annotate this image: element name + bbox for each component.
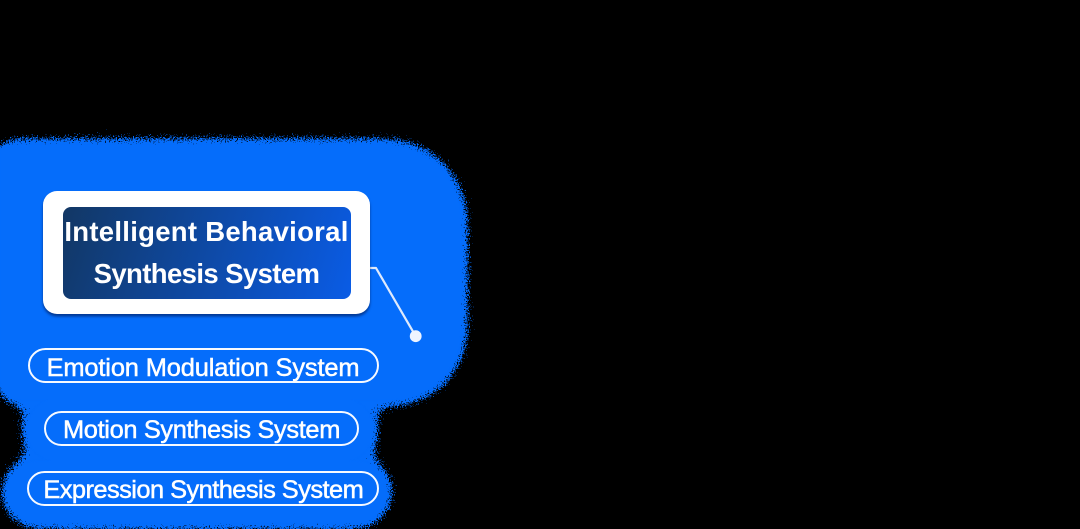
connector (369, 266, 422, 343)
pill-label: Motion Synthesis System (63, 416, 341, 445)
pill-label: Emotion Modulation System (46, 353, 360, 382)
main-box-title-line2: Synthesis System (93, 257, 320, 289)
pill-expression-synthesis-system: Expression Synthesis System (27, 471, 380, 507)
pill-label: Expression Synthesis System (43, 476, 364, 505)
pill-motion-synthesis-system: Motion Synthesis System (44, 411, 359, 446)
connector-dot (409, 330, 422, 343)
pill-emotion-modulation-system: Emotion Modulation System (27, 348, 379, 384)
connector-line (369, 266, 417, 337)
main-system-box: Intelligent Behavioral Synthesis System (43, 191, 370, 314)
main-system-box-inner: Intelligent Behavioral Synthesis System (62, 207, 351, 299)
main-box-title-line1: Intelligent Behavioral (64, 215, 349, 247)
